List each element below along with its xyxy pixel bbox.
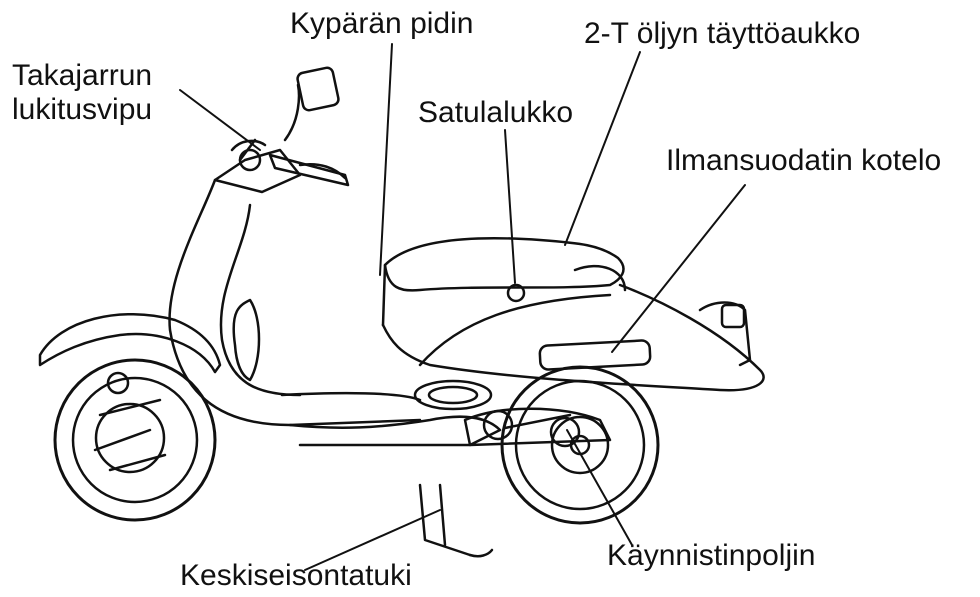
seat bbox=[385, 238, 623, 290]
label-air-filter-case: Ilmansuodatin kotelo bbox=[666, 143, 941, 179]
front-fender bbox=[40, 314, 220, 372]
label-center-stand: Keskiseisontatuki bbox=[180, 558, 412, 594]
engine-case bbox=[465, 409, 610, 445]
rear-body bbox=[383, 285, 764, 390]
handlebar-assembly bbox=[215, 67, 348, 192]
label-oil-filler: 2-T öljyn täyttöaukko bbox=[584, 16, 860, 52]
center-stand-shape bbox=[420, 485, 470, 555]
label-kick-starter: Käynnistinpoljin bbox=[607, 538, 815, 574]
label-helmet-holder: Kypärän pidin bbox=[290, 6, 473, 42]
label-rear-brake-lock-line2: lukitusvipu bbox=[12, 92, 152, 128]
label-rear-brake-lock-line1: Takajarrun bbox=[12, 58, 152, 94]
rear-wheel bbox=[502, 367, 658, 523]
air-filter-case-shape bbox=[539, 340, 650, 370]
label-seat-lock: Satulalukko bbox=[418, 95, 573, 131]
